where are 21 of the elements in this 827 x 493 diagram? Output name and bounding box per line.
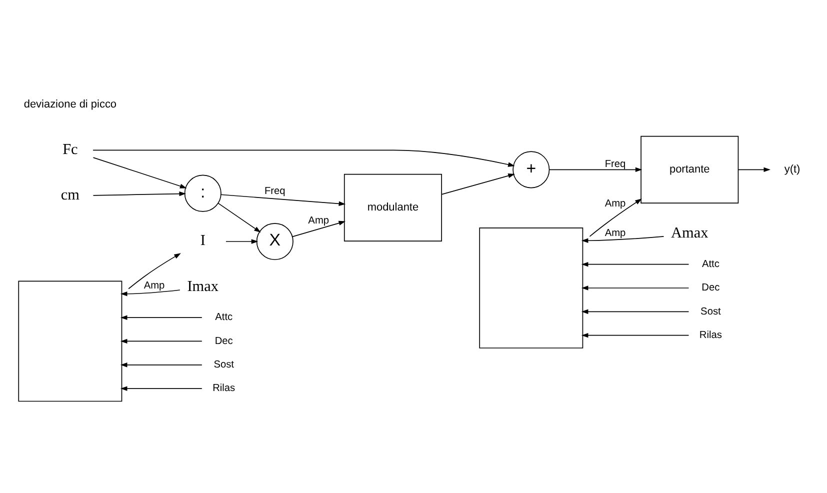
node-text: cm [60,186,80,204]
edge-label: Attc [702,258,720,270]
edge-label: Freq [264,185,286,196]
edge-label: Amp [604,198,626,210]
edge-label: Freq [604,158,626,170]
label: deviazione di picco [24,98,117,110]
edge-label: Rilas [212,382,236,394]
edge-label: Dec [702,282,720,294]
edge-label: Amp [604,228,626,239]
edge-label: Dec [214,335,233,346]
edge-label: Amp [144,280,165,291]
node-text: Fc [62,140,78,158]
edge-label: Rilas [699,329,722,340]
edge-label: Sost [214,359,234,370]
node-text: Imax [187,277,218,294]
edge-label: Amp [308,214,330,226]
node-text: Amax [671,224,708,242]
node-text: y(t) [784,163,800,176]
node-text: I [200,232,206,249]
edge-label: Sost [700,306,721,317]
edge-label: Attc [215,312,233,323]
